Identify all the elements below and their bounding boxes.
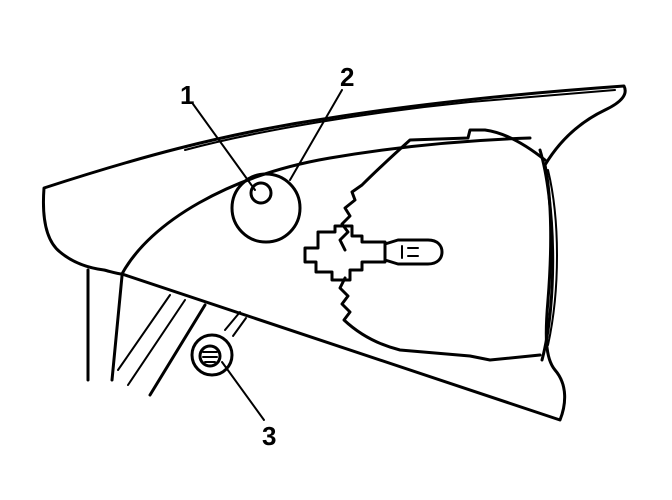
- bulb: [383, 238, 444, 266]
- adjuster-knob-outer: [230, 172, 302, 244]
- housing-upper-edge: [184, 89, 616, 151]
- bolt-head: [198, 344, 222, 368]
- fender-line-b: [110, 274, 124, 382]
- lens-edge-outer: [538, 148, 555, 362]
- adjuster-knob-inner: [249, 181, 273, 205]
- leader-line-1: [192, 103, 256, 191]
- bolt-shaft: [224, 311, 247, 337]
- callout-1: 1: [180, 80, 194, 110]
- reflector-outline: [338, 128, 547, 362]
- leader-line-3: [221, 361, 265, 421]
- leader-line-2: [289, 89, 343, 181]
- fender-line-d: [127, 299, 186, 386]
- callout-3: 3: [262, 421, 276, 451]
- bulb-filament: [401, 245, 419, 259]
- bolt-washer: [190, 333, 234, 377]
- bolt-threads: [202, 351, 218, 363]
- housing-inner-swoop: [120, 136, 532, 276]
- lens-edge-inner: [547, 169, 558, 346]
- fender-line-c: [117, 294, 171, 371]
- housing-outline: [41, 84, 627, 422]
- callout-2: 2: [340, 62, 354, 92]
- fender-line-e: [148, 303, 207, 397]
- bulb-socket: [303, 224, 387, 282]
